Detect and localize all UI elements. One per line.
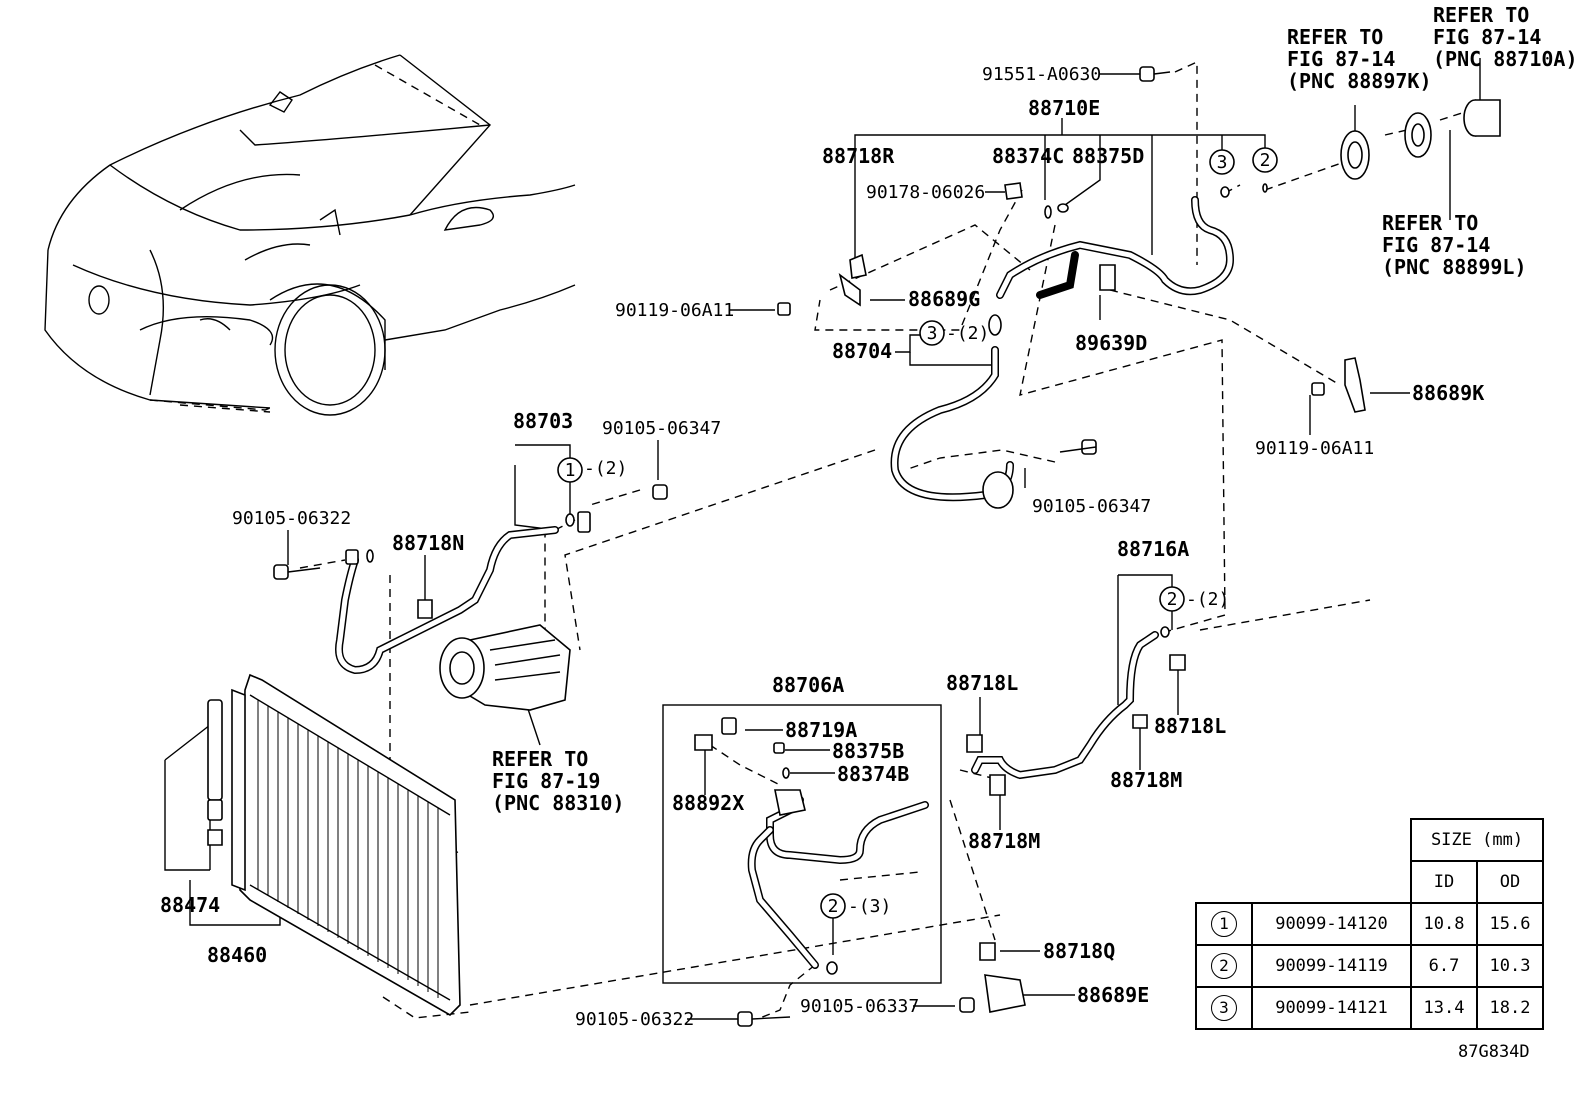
refer-note-line: FIG 87-14: [1287, 47, 1395, 71]
part-label: 88706A: [772, 673, 844, 697]
part-label: 88718L: [1154, 714, 1226, 738]
table-row: 1 90099-14120 10.8 15.6: [1195, 902, 1544, 946]
compressor: [439, 624, 571, 711]
part-labels: 91551-A0630 88710E 88718R 88374C 88375D …: [160, 64, 1484, 1030]
part-label: 90105-06322: [575, 1009, 694, 1030]
part-label: 88460: [207, 943, 267, 967]
part-label: 90105-06347: [602, 418, 721, 439]
row-number: 1: [1211, 911, 1237, 937]
part-label: 90178-06026: [866, 182, 985, 203]
refer-note-line: REFER TO: [1433, 3, 1529, 27]
row-part: 90099-14121: [1251, 986, 1412, 1030]
refer-note-line: FIG 87-19: [492, 769, 600, 793]
seal-circle-label: 1: [565, 460, 576, 481]
refer-note-line: FIG 87-14: [1382, 233, 1490, 257]
seal-circle: [820, 893, 846, 919]
refer-note-line: (PNC 88710A): [1433, 47, 1578, 71]
row-part: 90099-14120: [1251, 902, 1412, 946]
part-label: 90119-06A11: [615, 300, 734, 321]
seal-circle-label: 2: [1260, 150, 1271, 171]
refer-note-line: REFER TO: [1382, 211, 1478, 235]
hoses: [335, 196, 1235, 969]
part-label: 88718N: [392, 531, 464, 555]
part-label: 88718M: [1110, 768, 1182, 792]
part-label: 88689G: [908, 287, 980, 311]
row-number: 2: [1211, 953, 1237, 979]
part-label: 88704: [832, 339, 892, 363]
part-label: 88719A: [785, 718, 857, 742]
seal-circle: [1252, 147, 1278, 173]
vehicle-outline: [44, 54, 576, 416]
condenser: [207, 673, 461, 1016]
col-id-header: ID: [1410, 860, 1478, 904]
reference-notes: REFER TO FIG 87-14 (PNC 88897K) REFER TO…: [492, 3, 1578, 815]
part-label: 88710E: [1028, 96, 1100, 120]
refer-note-line: (PNC 88897K): [1287, 69, 1432, 93]
figure-id: 87G834D: [1458, 1042, 1530, 1062]
part-label: 88689K: [1412, 381, 1484, 405]
part-qty: -(2): [1186, 589, 1229, 610]
leader-lines: [164, 58, 1481, 1020]
part-qty: -(2): [584, 458, 627, 479]
part-label: 90105-06322: [232, 508, 351, 529]
part-label: 88374C: [992, 144, 1064, 168]
refer-note-line: (PNC 88310): [492, 791, 624, 815]
table-row: 3 90099-14121 13.4 18.2: [1195, 986, 1544, 1030]
row-od: 18.2: [1476, 986, 1544, 1030]
row-number: 3: [1211, 995, 1237, 1021]
row-id: 13.4: [1410, 986, 1478, 1030]
part-label: 88718M: [968, 829, 1040, 853]
part-label: 89639D: [1075, 331, 1147, 355]
row-id: 6.7: [1410, 944, 1478, 988]
seal-circle-label: 2: [1167, 589, 1178, 610]
part-label: 88703: [513, 409, 573, 433]
part-label: 88892X: [672, 791, 744, 815]
part-label: 88375B: [832, 739, 904, 763]
part-label: 90119-06A11: [1255, 438, 1374, 459]
assembly-box-88706A: [662, 704, 942, 984]
part-label: 88374B: [837, 762, 909, 786]
part-label: 88718L: [946, 671, 1018, 695]
row-od: 15.6: [1476, 902, 1544, 946]
part-qty: -(3): [848, 896, 891, 917]
part-label: 88716A: [1117, 537, 1189, 561]
col-od-header: OD: [1476, 860, 1544, 904]
refer-note-line: REFER TO: [1287, 25, 1383, 49]
seal-circle: [557, 457, 583, 483]
part-label: 90105-06337: [800, 996, 919, 1017]
part-label: 88474: [160, 893, 220, 917]
row-id: 10.8: [1410, 902, 1478, 946]
seal-circle-label: 3: [927, 323, 938, 344]
row-od: 10.3: [1476, 944, 1544, 988]
refer-note-line: REFER TO: [492, 747, 588, 771]
seal-circle: [1209, 149, 1235, 175]
seal-circle-label: 2: [828, 896, 839, 917]
part-qty: -(2): [946, 323, 989, 344]
small-parts: [273, 66, 1501, 1027]
part-label: 88689E: [1077, 983, 1149, 1007]
seal-circles: 3 2 3 1 2 2: [557, 147, 1278, 919]
seal-circle: [919, 320, 945, 346]
seal-circle-label: 3: [1217, 152, 1228, 173]
part-label: 90105-06347: [1032, 496, 1151, 517]
part-label: 88718Q: [1043, 939, 1115, 963]
refer-note-line: (PNC 88899L): [1382, 255, 1527, 279]
part-label: 88718R: [822, 144, 895, 168]
refer-note-line: FIG 87-14: [1433, 25, 1541, 49]
row-part: 90099-14119: [1251, 944, 1412, 988]
part-label: 88375D: [1072, 144, 1144, 168]
seal-circle: [1159, 586, 1185, 612]
table-row: 2 90099-14119 6.7 10.3: [1195, 944, 1544, 988]
size-header: SIZE (mm): [1410, 818, 1544, 862]
part-label: 91551-A0630: [982, 64, 1101, 85]
seal-size-table: SIZE (mm) ID OD 1 90099-14120 10.8 15.6 …: [1195, 818, 1544, 1030]
